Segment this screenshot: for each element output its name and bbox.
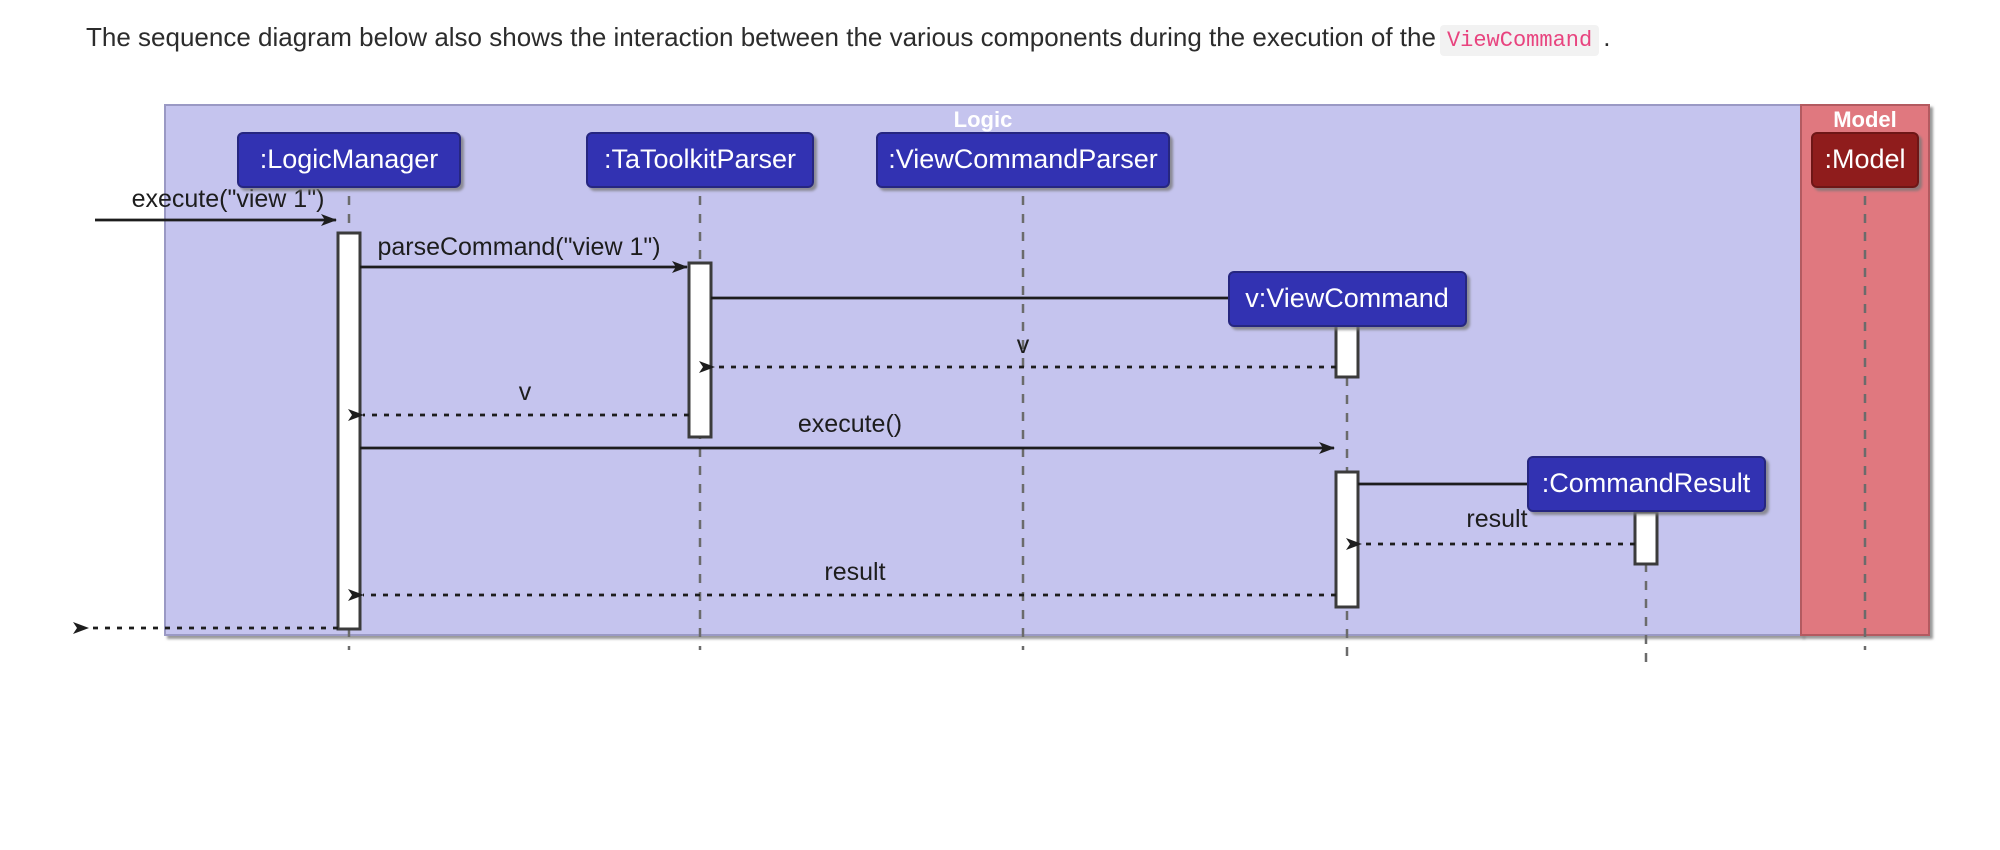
participant-tatoolkitparser[interactable]: :TaToolkitParser bbox=[586, 132, 814, 188]
participant-box-tatoolkitparser[interactable] bbox=[586, 132, 814, 188]
participant-label-logicmanager: :LogicManager bbox=[260, 144, 439, 174]
participant-label-viewcommandparser: :ViewCommandParser bbox=[888, 144, 1158, 174]
participant-viewcommandparser[interactable]: :ViewCommandParser bbox=[876, 132, 1170, 188]
intro-text-before: The sequence diagram below also shows th… bbox=[86, 22, 1436, 52]
message-label-8: result bbox=[1466, 505, 1527, 533]
intro-paragraph: The sequence diagram below also shows th… bbox=[86, 20, 1610, 58]
participant-label-viewcommand: v:ViewCommand bbox=[1245, 283, 1449, 313]
message-label-2: parseCommand("view 1") bbox=[377, 233, 660, 261]
message-return-result-2: result bbox=[348, 558, 1336, 601]
model-package-title: Model bbox=[1833, 107, 1897, 132]
inline-code-viewcommand: ViewCommand bbox=[1439, 25, 1600, 56]
participant-commandresult[interactable]: :CommandResult bbox=[1527, 456, 1766, 512]
participant-box-viewcommandparser[interactable] bbox=[876, 132, 1170, 188]
intro-text-after: . bbox=[1603, 22, 1611, 52]
logic-package-frame bbox=[164, 104, 1802, 636]
message-label-1: execute("view 1") bbox=[132, 185, 325, 213]
activation-viewcommand-execute bbox=[1334, 470, 1360, 609]
message-parsecommand: parseCommand("view 1") bbox=[360, 233, 688, 273]
activation-viewcommand-create bbox=[1334, 323, 1360, 379]
participant-logicmanager[interactable]: :LogicManager bbox=[237, 132, 461, 188]
participant-label-model: :Model bbox=[1824, 144, 1905, 174]
message-label-5: v bbox=[519, 378, 532, 406]
message-return-v-1: v bbox=[699, 331, 1336, 373]
participant-box-commandresult[interactable] bbox=[1527, 456, 1766, 512]
participant-model[interactable]: :Model bbox=[1811, 132, 1919, 188]
participant-viewcommand[interactable]: v:ViewCommand bbox=[1228, 271, 1467, 327]
participant-box-viewcommand[interactable] bbox=[1228, 271, 1467, 327]
message-return-v-2: v bbox=[348, 378, 689, 421]
logic-package-title: Logic bbox=[954, 107, 1013, 132]
message-label-6: execute() bbox=[798, 410, 902, 438]
activation-commandresult bbox=[1633, 510, 1659, 566]
message-return-result-1: result bbox=[1346, 505, 1635, 550]
activation-logicmanager bbox=[336, 231, 362, 631]
activation-tatoolkitparser bbox=[687, 261, 713, 439]
message-execute-view1: execute("view 1") bbox=[95, 185, 337, 226]
activation-bars bbox=[336, 231, 1659, 631]
sequence-diagram: Logic Model bbox=[0, 95, 2000, 850]
participant-label-commandresult: :CommandResult bbox=[1542, 468, 1751, 498]
message-label-4: v bbox=[1017, 331, 1030, 359]
logic-package: Logic bbox=[164, 104, 1802, 636]
participant-box-model[interactable] bbox=[1811, 132, 1919, 188]
participant-label-tatoolkitparser: :TaToolkitParser bbox=[604, 144, 796, 174]
message-label-9: result bbox=[824, 558, 885, 586]
participant-box-logicmanager[interactable] bbox=[237, 132, 461, 188]
message-execute: execute() bbox=[360, 410, 1335, 454]
